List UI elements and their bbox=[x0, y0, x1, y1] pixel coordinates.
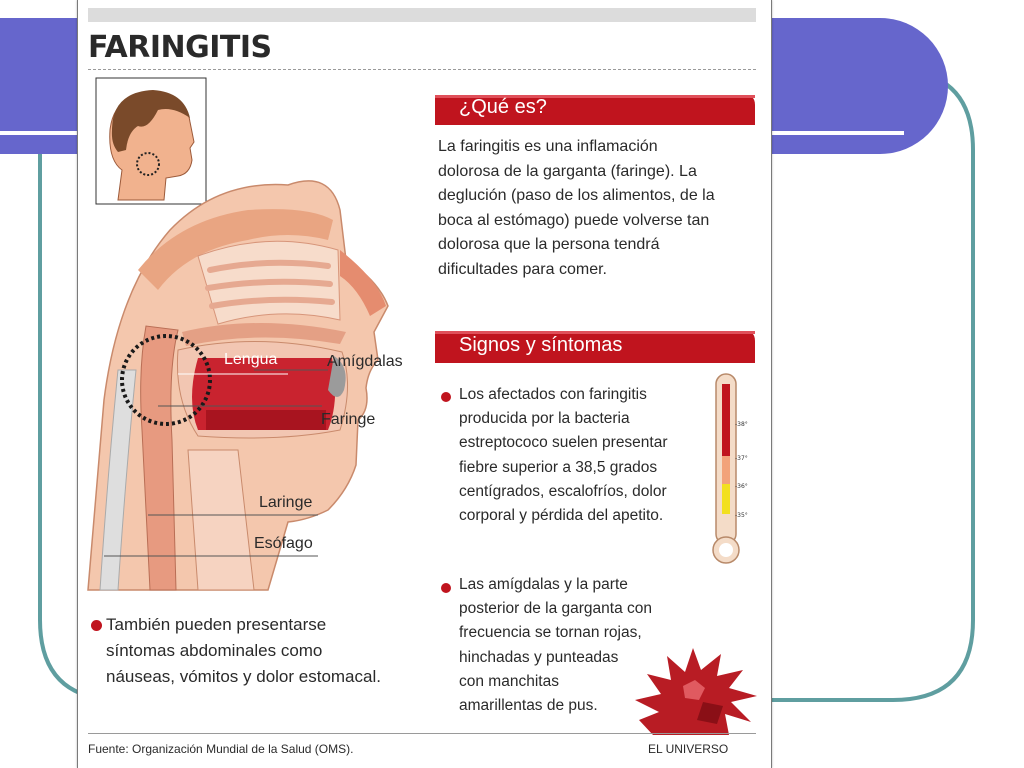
que-es-line: dificultades para comer. bbox=[438, 260, 607, 278]
label-amigdalas: Amígdalas bbox=[327, 353, 403, 370]
bullet-line: estreptococo suelen presentar bbox=[459, 434, 668, 452]
label-faringe: Faringe bbox=[321, 411, 376, 428]
pharynx-highlight-circle bbox=[120, 334, 212, 426]
note-line: náuseas, vómitos y dolor estomacal. bbox=[106, 667, 381, 686]
note-line: También pueden presentarse bbox=[106, 615, 327, 634]
bullet-dot bbox=[441, 583, 451, 593]
label-laringe: Laringe bbox=[259, 494, 313, 511]
que-es-line: dolorosa de la garganta (faringe). La bbox=[438, 162, 697, 180]
bullet-line: corporal y pérdida del apetito. bbox=[459, 507, 664, 525]
infographic-sheet: FARINGITIS Lengua Amígdalas Faringe Lari… bbox=[77, 0, 772, 768]
banner-shape bbox=[435, 95, 755, 125]
bullet-dot bbox=[441, 392, 451, 402]
top-bar bbox=[88, 8, 756, 22]
bullet-line: con manchitas bbox=[459, 672, 559, 690]
abdominal-note: También pueden presentarse síntomas abdo… bbox=[106, 612, 406, 690]
nasal-turbinates bbox=[205, 259, 335, 309]
bullet-dot bbox=[91, 620, 102, 631]
que-es-paragraph: La faringitis es una inflamación doloros… bbox=[438, 135, 758, 282]
palate bbox=[182, 323, 346, 346]
bullet-line: posterior de la garganta con bbox=[459, 600, 653, 618]
bacteria-icon bbox=[635, 648, 757, 735]
label-lengua: Lengua bbox=[224, 351, 278, 368]
thermometer-column-orange bbox=[722, 456, 730, 484]
signos-bullet-tonsils: Las amígdalas y la parte posterior de la… bbox=[459, 573, 699, 718]
bacteria-highlight bbox=[683, 680, 705, 700]
thermometer-tick: -35° bbox=[735, 512, 748, 519]
throat-anatomy-illustration bbox=[87, 77, 389, 591]
skull-bone bbox=[138, 209, 333, 290]
source-credit: Fuente: Organización Mundial de la Salud… bbox=[88, 742, 354, 756]
thermometer-column-yellow bbox=[722, 484, 730, 514]
thermometer-column-red bbox=[722, 384, 730, 456]
que-es-line: deglución (paso de los alimentos, de la bbox=[438, 187, 715, 204]
head-inset-throat-marker bbox=[136, 152, 160, 176]
que-es-line: La faringitis es una inflamación bbox=[438, 138, 658, 155]
bullet-line: centígrados, escalofríos, dolor bbox=[459, 482, 667, 500]
spine bbox=[99, 369, 137, 591]
footer-divider bbox=[88, 733, 756, 734]
banner-highlight bbox=[435, 95, 755, 98]
bullet-line: Las amígdalas y la parte bbox=[459, 576, 628, 593]
nose-tip bbox=[340, 250, 386, 316]
que-es-heading: ¿Qué es? bbox=[459, 96, 547, 118]
thermometer-tick: -36° bbox=[735, 483, 748, 490]
bullet-line: producida por la bacteria bbox=[459, 410, 630, 428]
banner-highlight bbox=[435, 331, 755, 334]
head-inset-hair bbox=[111, 90, 190, 152]
bullet-line: Los afectados con faringitis bbox=[459, 386, 647, 403]
banner-shape bbox=[435, 331, 755, 363]
publisher-credit: EL UNIVERSO bbox=[648, 742, 729, 756]
que-es-line: dolorosa que la persona tendrá bbox=[438, 236, 660, 253]
pharynx-wall bbox=[140, 325, 179, 591]
thermometer-bulb-core bbox=[719, 543, 733, 557]
thermometer-tick: -37° bbox=[735, 455, 748, 462]
signos-heading: Signos y síntomas bbox=[459, 334, 623, 356]
tonsils bbox=[328, 356, 346, 397]
note-line: síntomas abdominales como bbox=[106, 641, 323, 660]
que-es-banner: ¿Qué es? bbox=[435, 93, 755, 125]
bullet-line: amarillentas de pus. bbox=[459, 697, 598, 715]
trachea bbox=[187, 449, 255, 591]
page-title: FARINGITIS bbox=[88, 30, 272, 65]
banner-fill bbox=[435, 95, 755, 125]
tongue-base-texture bbox=[206, 410, 326, 430]
bullet-line: frecuencia se tornan rojas, bbox=[459, 624, 642, 642]
signos-bullet-fever: Los afectados con faringitis producida p… bbox=[459, 383, 699, 528]
title-divider bbox=[88, 69, 756, 70]
que-es-line: boca al estómago) puede volverse tan bbox=[438, 211, 710, 229]
signos-banner: Signos y síntomas bbox=[435, 329, 755, 363]
bullet-line: hinchadas y punteadas bbox=[459, 648, 619, 666]
bacteria-shadow bbox=[697, 702, 723, 724]
thermometer-tick: -38° bbox=[735, 421, 748, 428]
thermometer-icon: -38° -37° -36° -35° bbox=[712, 373, 748, 564]
bullet-line: fiebre superior a 38,5 grados bbox=[459, 458, 658, 476]
label-esofago: Esófago bbox=[254, 535, 313, 552]
banner-fill bbox=[435, 331, 755, 363]
